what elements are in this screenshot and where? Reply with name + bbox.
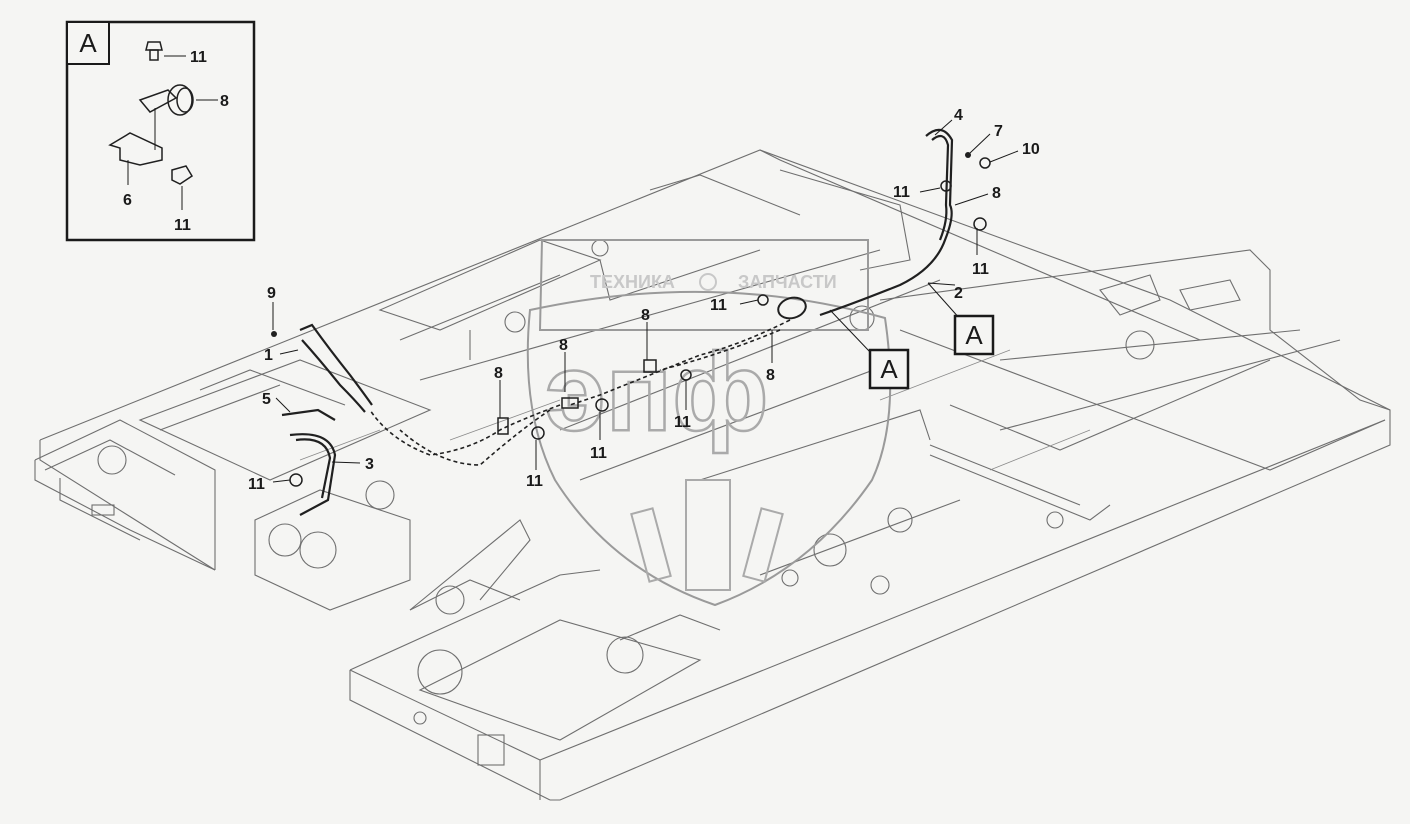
watermark: ТЕХНИКА ЗАПЧАСТИ эпф xyxy=(526,239,892,607)
callout-4: 4 xyxy=(954,107,963,124)
watermark-right-text: ЗАПЧАСТИ xyxy=(738,272,837,292)
callout-11: 11 xyxy=(893,184,910,201)
inset-callout-bushing: 8 xyxy=(220,93,229,110)
inset-callout-bracket: 6 xyxy=(123,192,132,209)
callout-1: 1 xyxy=(264,347,273,364)
gear-icon xyxy=(699,273,717,291)
callout-8: 8 xyxy=(641,307,650,324)
inset-callout-bolt-bottom: 11 xyxy=(174,217,191,234)
view-marker-a-right: A xyxy=(953,314,995,356)
view-marker-a-center: A xyxy=(868,348,910,390)
callout-11: 11 xyxy=(248,476,265,493)
inset-view-label: A xyxy=(79,28,97,58)
callouts: 4 7 10 11 8 11 2 9 1 5 3 11 11 8 8 8 8 1… xyxy=(248,107,1040,493)
callout-11: 11 xyxy=(972,261,989,278)
callout-2: 2 xyxy=(954,285,963,302)
callout-3: 3 xyxy=(365,456,374,473)
watermark-left-text: ТЕХНИКА xyxy=(590,272,675,292)
inset-callout-bolt-top: 11 xyxy=(190,49,207,66)
svg-text:A: A xyxy=(880,354,898,384)
callout-8: 8 xyxy=(494,365,503,382)
hose-assembly xyxy=(271,128,991,516)
callout-8: 8 xyxy=(766,367,775,384)
callout-11: 11 xyxy=(590,445,607,462)
callout-7: 7 xyxy=(994,123,1003,140)
callout-8: 8 xyxy=(559,337,568,354)
callout-leaders xyxy=(272,119,1019,483)
watermark-logo-text: эпф xyxy=(545,331,768,454)
callout-9: 9 xyxy=(267,285,276,302)
callout-11: 11 xyxy=(710,297,727,314)
callout-11: 11 xyxy=(526,473,543,490)
callout-11: 11 xyxy=(674,414,691,431)
callout-5: 5 xyxy=(262,391,271,408)
inset-detail-a: A 11 8 6 11 xyxy=(65,20,256,242)
callout-8: 8 xyxy=(992,185,1001,202)
svg-text:A: A xyxy=(965,320,983,350)
callout-10: 10 xyxy=(1022,141,1040,158)
undercarriage-frame xyxy=(34,149,1391,801)
